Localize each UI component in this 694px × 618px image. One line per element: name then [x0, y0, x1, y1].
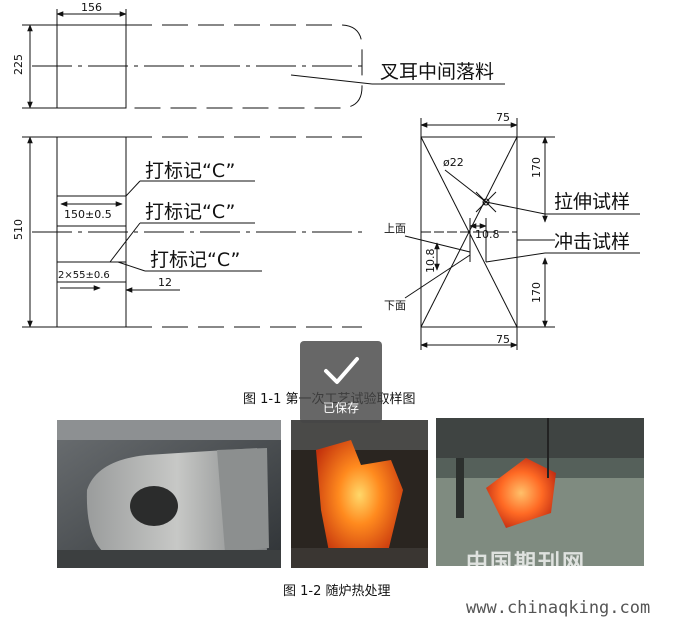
sampling-drawing: 156 225 510 150±0.5 2×55±0.6 12 75 75 17… [12, 1, 640, 350]
dim-12: 12 [158, 276, 172, 289]
photo-quenching [436, 418, 644, 566]
label-upper-face: 上面 [384, 222, 406, 235]
watermark-cn: 中国期刊网 [466, 551, 587, 576]
dim-10-8-vertical: 10.8 [424, 249, 437, 274]
watermark-url: www.chinaqking.com [466, 598, 651, 618]
label-impact-specimen: 冲击试样 [554, 231, 630, 253]
saved-toast: 已保存 [300, 341, 382, 423]
dim-2x55: 2×55±0.6 [58, 270, 110, 281]
label-lower-face: 下面 [384, 299, 406, 312]
dim-75-bottom: 75 [496, 333, 510, 346]
label-mark-c-1: 打标记“C” [145, 160, 235, 182]
dim-156: 156 [81, 1, 102, 14]
label-mark-c-3: 打标记“C” [150, 249, 240, 271]
photo-forged-part [57, 420, 281, 568]
dim-diameter-22: ø22 [443, 156, 464, 169]
dim-75-top: 75 [496, 111, 510, 124]
dim-225: 225 [12, 54, 25, 75]
dim-150: 150±0.5 [64, 208, 112, 221]
checkmark-icon [324, 357, 359, 384]
dim-10-8-horizontal: 10.8 [475, 228, 500, 241]
photo-furnace-heating [291, 420, 428, 568]
dim-170-bottom: 170 [530, 282, 543, 303]
dim-170-top: 170 [530, 157, 543, 178]
dim-510: 510 [12, 219, 25, 240]
label-tensile-specimen: 拉伸试样 [554, 191, 630, 213]
label-mark-c-2: 打标记“C” [145, 201, 235, 223]
figure-1-2-caption: 图 1-2 随炉热处理 [283, 584, 391, 599]
saved-label: 已保存 [322, 401, 359, 415]
label-fork-drop: 叉耳中间落料 [380, 61, 494, 83]
